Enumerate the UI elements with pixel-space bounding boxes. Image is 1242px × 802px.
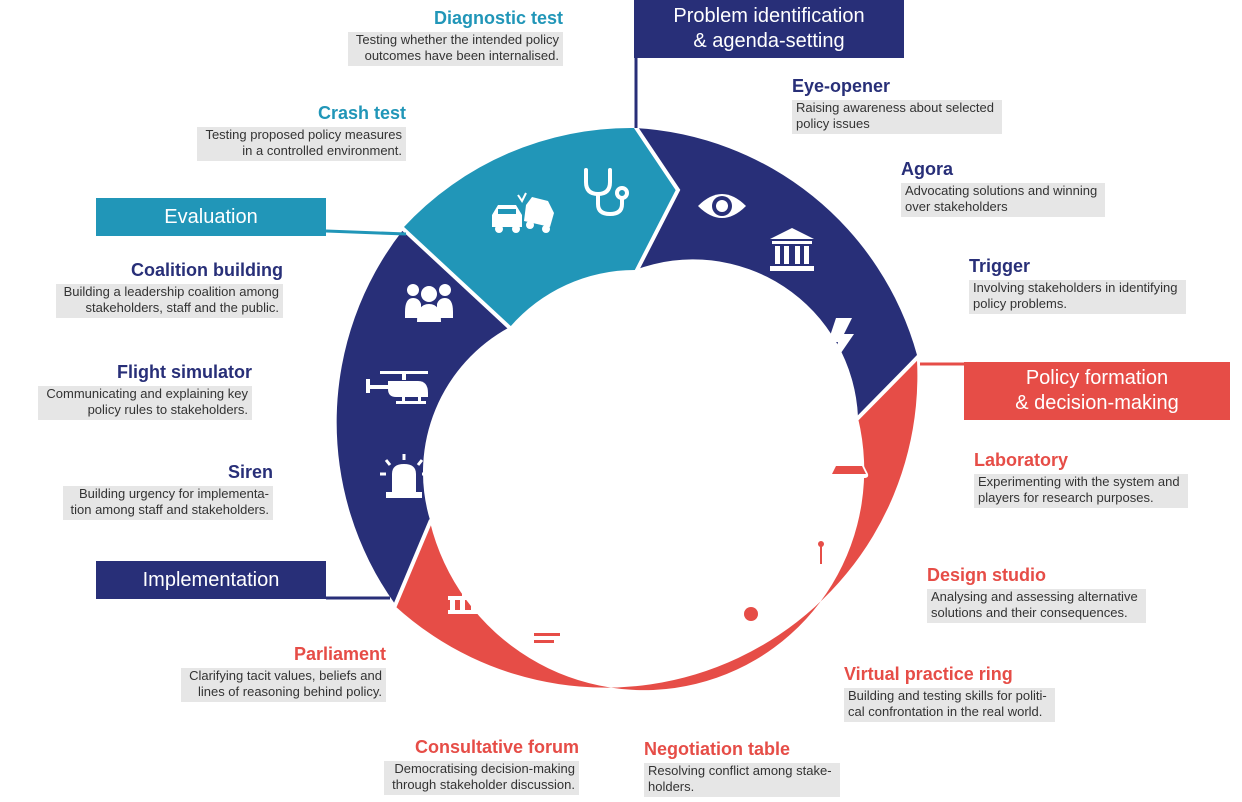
- item-trigger: Trigger Involving stakeholders in identi…: [969, 255, 1186, 314]
- siren-icon: [380, 454, 428, 498]
- item-title: Eye-opener: [792, 76, 891, 96]
- item-diagnostic-test: Diagnostic test Testing whether the inte…: [347, 7, 563, 66]
- item-siren: Siren Building urgency for implementa- t…: [62, 461, 273, 520]
- item-description: Experimenting with the system and player…: [974, 474, 1188, 508]
- item-title: Virtual practice ring: [844, 664, 1013, 684]
- phase-label: Evaluation: [164, 205, 258, 228]
- flask-icon: [829, 432, 869, 478]
- item-description: Democratising decision-making through st…: [384, 761, 579, 795]
- item-title: Consultative forum: [414, 737, 579, 757]
- item-title: Crash test: [317, 103, 406, 123]
- segment-problem: [635, 128, 917, 417]
- phase-implementation: Implementation: [96, 561, 326, 599]
- item-title: Coalition building: [131, 260, 283, 280]
- item-description: Building and testing skills for politi- …: [844, 688, 1055, 722]
- item-agora: Agora Advocating solutions and winning o…: [901, 158, 1106, 217]
- phase-label: Policy formation & decision-making: [1015, 367, 1179, 414]
- stethoscope-icon: [584, 168, 629, 217]
- phase-label: Problem identification & agenda-setting: [673, 5, 865, 52]
- phase-problem-identification: Problem identification & agenda-setting: [634, 0, 904, 58]
- item-description: Resolving conflict among stake- holders.: [644, 763, 840, 797]
- temple-icon: [770, 228, 814, 271]
- group-icon: [405, 284, 453, 322]
- item-title: Diagnostic test: [433, 8, 563, 28]
- item-crash-test: Crash test Testing proposed policy measu…: [197, 102, 406, 161]
- handshake-icon: [624, 629, 692, 679]
- car-crash-icon: [492, 192, 554, 233]
- gear-icon: [729, 592, 773, 636]
- item-eye-opener: Eye-opener Raising awareness about selec…: [792, 75, 1003, 134]
- chat-icon: [528, 626, 582, 674]
- item-design-studio: Design studio Analysing and assessing al…: [927, 564, 1146, 623]
- lightning-icon: [828, 318, 854, 366]
- item-description: Advocating solutions and winning over st…: [901, 183, 1106, 217]
- helicopter-icon: [366, 371, 428, 404]
- capitol-icon: [448, 562, 500, 614]
- item-title: Design studio: [927, 565, 1047, 585]
- item-parliament: Parliament Clarifying tacit values, beli…: [181, 643, 386, 702]
- item-description: Raising awareness about selected policy …: [792, 100, 1003, 134]
- eye-icon: [698, 194, 746, 218]
- item-consultative-forum: Consultative forum Democratising decisio…: [384, 736, 579, 795]
- item-description: Testing proposed policy measures in a co…: [197, 127, 406, 161]
- item-title: Flight simulator: [117, 362, 252, 382]
- item-description: Testing whether the intended policy outc…: [347, 32, 563, 66]
- phase-connectors: [325, 58, 964, 600]
- item-description: Building a leadership coalition among st…: [55, 284, 283, 318]
- item-title: Siren: [227, 462, 273, 482]
- segment-implementation: [336, 230, 510, 604]
- segment-dividers: [392, 124, 921, 609]
- item-coalition-building: Coalition building Building a leadership…: [55, 259, 283, 318]
- item-description: Involving stakeholders in identifying po…: [969, 280, 1186, 314]
- item-description: Communicating and explaining key policy …: [38, 386, 252, 420]
- phase-policy-formation: Policy formation & decision-making: [964, 362, 1230, 420]
- segment-policy: [395, 360, 918, 691]
- item-laboratory: Laboratory Experimenting with the system…: [974, 449, 1188, 508]
- pen-nib-icon: [811, 518, 831, 568]
- item-description: Clarifying tacit values, beliefs and lin…: [181, 668, 386, 702]
- item-title: Trigger: [969, 256, 1031, 276]
- item-description: Building urgency for implementa- tion am…: [62, 486, 273, 520]
- item-title: Parliament: [293, 644, 386, 664]
- item-negotiation-table: Negotiation table Resolving conflict amo…: [644, 738, 840, 797]
- item-title: Laboratory: [974, 450, 1069, 470]
- phase-label: Implementation: [142, 568, 280, 591]
- item-virtual-practice-ring: Virtual practice ring Building and testi…: [844, 663, 1055, 722]
- phase-evaluation: Evaluation: [96, 198, 326, 236]
- item-flight-simulator: Flight simulator Communicating and expla…: [38, 361, 252, 420]
- item-title: Agora: [901, 159, 954, 179]
- item-description: Analysing and assessing alternative solu…: [927, 589, 1146, 623]
- item-title: Negotiation table: [644, 739, 791, 759]
